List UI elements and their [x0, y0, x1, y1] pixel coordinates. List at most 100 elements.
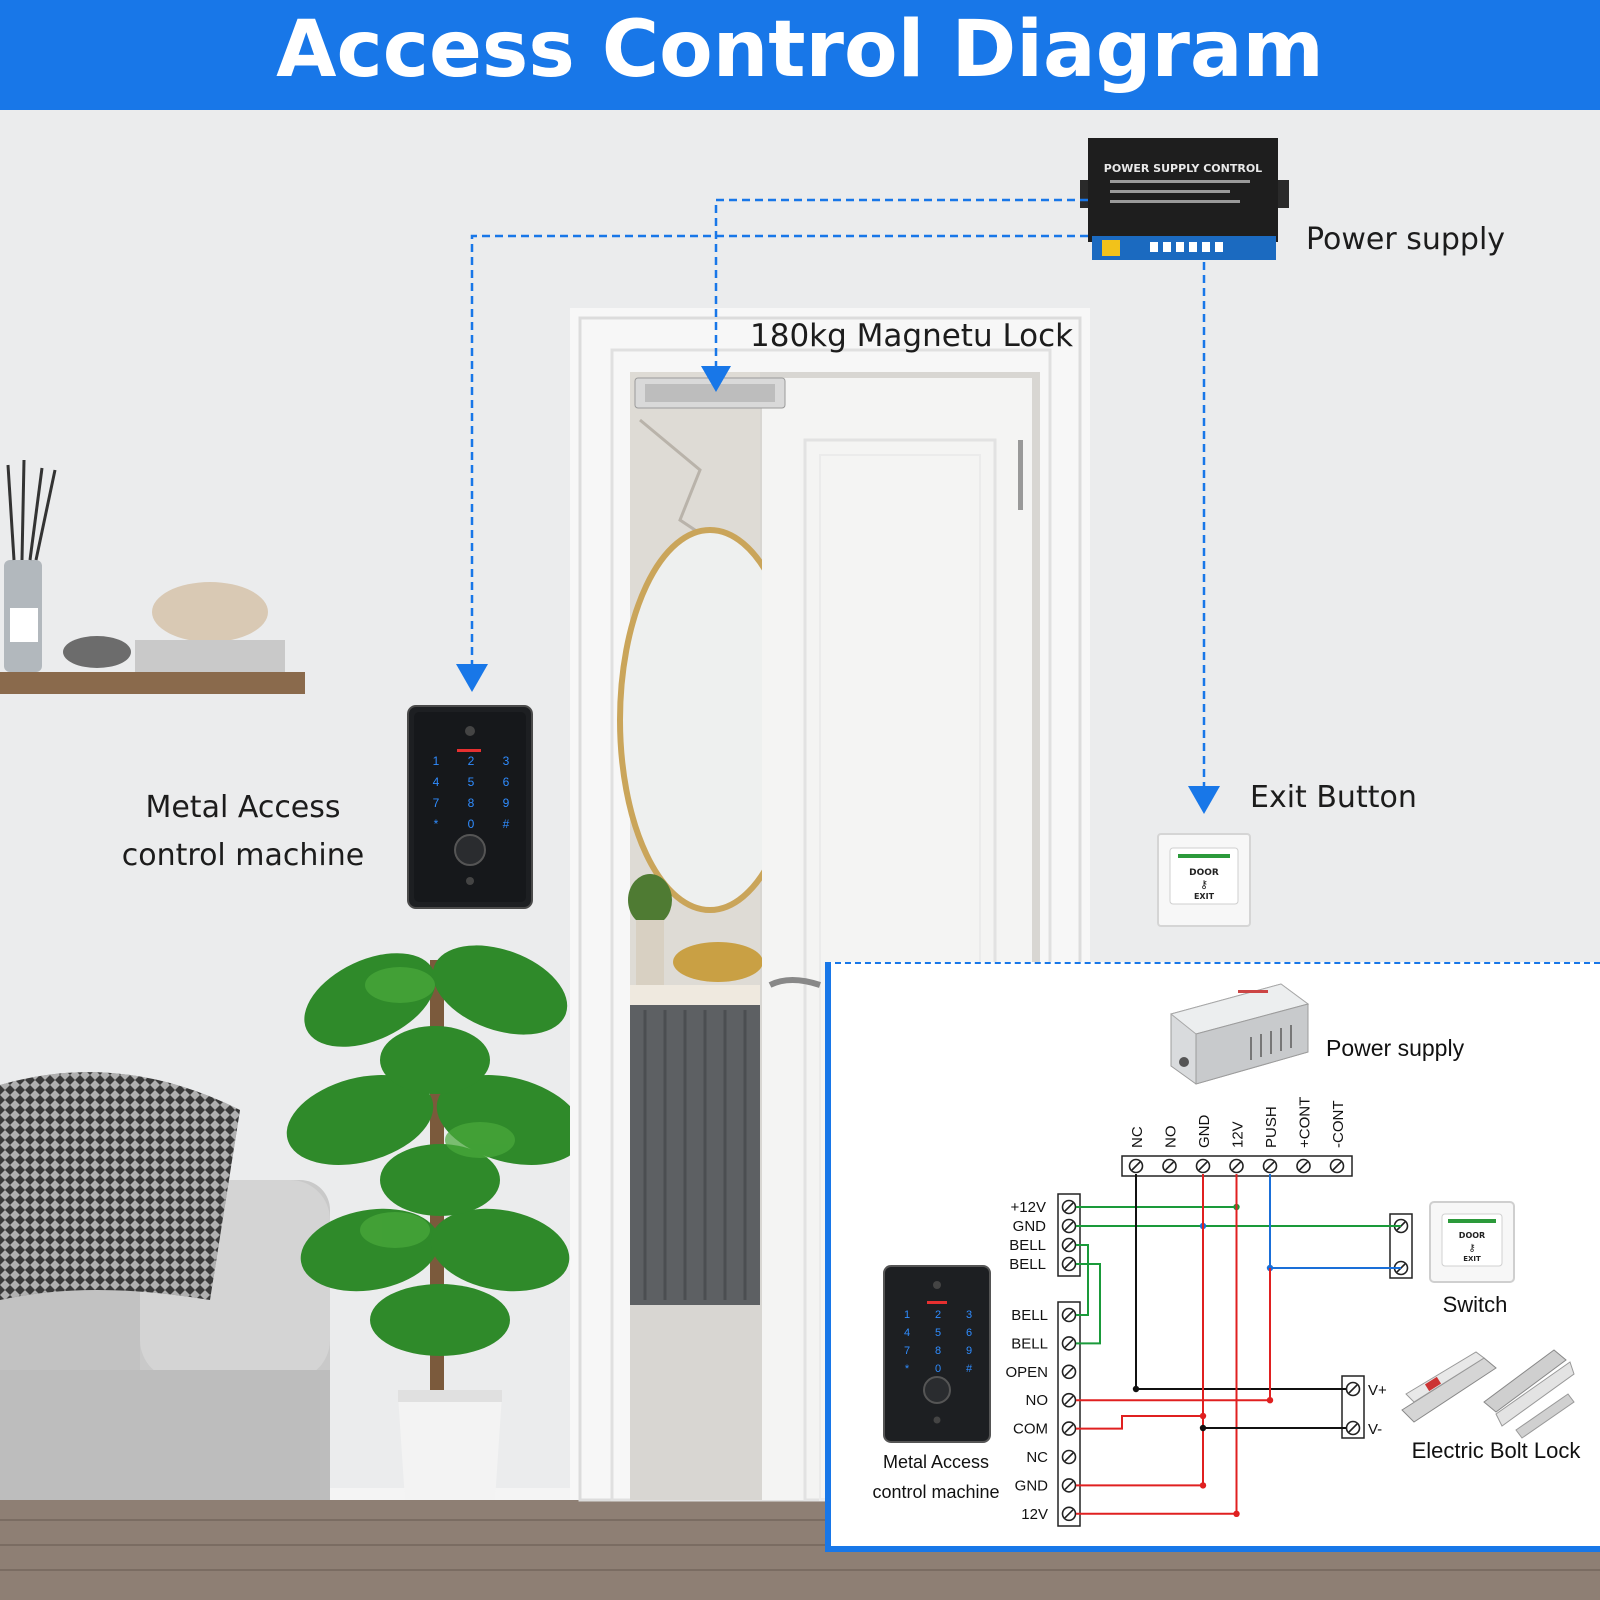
wire	[1076, 1244, 1089, 1316]
keypad-key-1: 1	[904, 1309, 910, 1321]
wiring-power-supply-label: Power supply	[1326, 1035, 1465, 1061]
reader-main-terminal-screw	[1061, 1478, 1077, 1493]
ps-terminal-screw	[1162, 1158, 1177, 1174]
reader-main-terminal-screw	[1061, 1449, 1077, 1465]
reader-top-terminal-label: BELL	[1009, 1237, 1046, 1254]
svg-text:⚷: ⚷	[1468, 1243, 1475, 1254]
keypad-key-9: 9	[503, 796, 510, 810]
keypad-key-1: 1	[433, 754, 440, 768]
reader-top-terminal-screw	[1061, 1199, 1077, 1215]
reader-top-terminal-screw	[1061, 1218, 1077, 1234]
power-supply-label: Power supply	[1306, 222, 1506, 257]
access-machine-label-line1: Metal Access	[145, 790, 341, 825]
wires	[1076, 1174, 1401, 1518]
wall-shelf	[0, 459, 305, 694]
reader-main-terminal-label: BELL	[1011, 1307, 1048, 1324]
ps-terminal-screw	[1296, 1158, 1311, 1174]
keypad-key-2: 2	[935, 1309, 941, 1321]
page-title: Access Control Diagram	[276, 5, 1324, 95]
reader-top-terminal-label: GND	[1013, 1218, 1047, 1235]
switch-label: Switch	[1443, 1292, 1508, 1317]
wire-junction	[1132, 1385, 1140, 1393]
keypad-key-6: 6	[503, 775, 510, 789]
ps-terminal-screw	[1329, 1158, 1345, 1174]
reader-main-terminal-block	[1057, 1301, 1081, 1527]
reader-main-terminal-screw	[1061, 1506, 1077, 1522]
ps-terminal-label: GND	[1196, 1115, 1213, 1149]
svg-text:EXIT: EXIT	[1194, 892, 1215, 901]
wire-junction	[1199, 1482, 1207, 1489]
svg-text:⚷: ⚷	[1200, 879, 1208, 891]
reader-main-terminal-label: COM	[1013, 1421, 1048, 1438]
ps-terminal-screw	[1262, 1158, 1278, 1174]
wiring-switch-icon: DOOR ⚷ EXIT	[1429, 1201, 1515, 1283]
wire	[1076, 1174, 1204, 1487]
keypad-key-7: 7	[904, 1345, 910, 1357]
reader-top-terminal-screw	[1061, 1237, 1077, 1253]
wire-junction	[1266, 1397, 1274, 1404]
reader-main-terminal-label: NO	[1026, 1392, 1049, 1409]
wire-junction	[1199, 1424, 1207, 1432]
power-supply-device-text: POWER SUPPLY CONTROL	[1104, 162, 1262, 175]
wire-junction	[1233, 1510, 1240, 1518]
wire	[1076, 1268, 1271, 1402]
wiring-reader-label-line2: control machine	[872, 1482, 999, 1502]
magnetic-lock-label: 180kg Magnetu Lock	[750, 318, 1074, 354]
keypad-key-6: 6	[966, 1327, 972, 1339]
keypad-key-5: 5	[935, 1327, 941, 1339]
ps-terminal-label: 12V	[1230, 1121, 1247, 1148]
keypad-key-*: *	[905, 1363, 910, 1375]
keypad-key-*: *	[434, 817, 439, 831]
ps-terminal-label: PUSH	[1263, 1106, 1280, 1148]
reader-top-terminal-block	[1057, 1193, 1081, 1277]
electric-bolt-lock-icon	[1401, 1349, 1575, 1439]
sofa	[0, 1072, 330, 1500]
wire-junction	[1199, 1412, 1207, 1420]
reader-main-terminal-label: BELL	[1011, 1335, 1048, 1352]
lock-terminal-screw	[1345, 1381, 1361, 1397]
keypad-key-8: 8	[935, 1345, 941, 1357]
svg-text:DOOR: DOOR	[1459, 1231, 1485, 1240]
wiring-reader-label-line1: Metal Access	[883, 1452, 989, 1472]
wire	[1269, 1174, 1401, 1269]
svg-text:EXIT: EXIT	[1463, 1255, 1481, 1263]
magnetic-lock	[634, 377, 786, 409]
reader-main-terminal-label: GND	[1015, 1477, 1049, 1494]
reader-top-terminal-screw	[1061, 1256, 1077, 1272]
keypad-key-5: 5	[468, 775, 475, 789]
reader-main-terminal-screw	[1061, 1307, 1077, 1323]
keypad-key-4: 4	[904, 1327, 910, 1339]
electric-bolt-lock-label: Electric Bolt Lock	[1412, 1438, 1582, 1463]
keypad-key-0: 0	[935, 1363, 941, 1375]
exit-button-device: DOOR ⚷ EXIT	[1157, 833, 1251, 927]
reader-main-terminal-label: 12V	[1021, 1506, 1048, 1523]
keypad-key-0: 0	[468, 817, 475, 831]
ps-terminal-label: NC	[1129, 1126, 1146, 1148]
lock-terminal-screw	[1345, 1420, 1361, 1436]
keypad-key-3: 3	[966, 1309, 972, 1321]
potted-plant	[286, 945, 584, 1500]
reader-top-terminal-label: +12V	[1011, 1199, 1046, 1216]
keypad-key-2: 2	[468, 754, 475, 768]
title-banner	[0, 0, 1600, 110]
wiring-power-supply-icon	[1169, 983, 1310, 1085]
power-supply-device: POWER SUPPLY CONTROL	[1080, 138, 1289, 260]
wire	[1076, 1415, 1203, 1430]
lock-terminal-label: V+	[1368, 1382, 1387, 1399]
keypad-key-9: 9	[966, 1345, 972, 1357]
ps-terminal-label: +CONT	[1297, 1097, 1314, 1148]
reader-top-terminal-label: BELL	[1009, 1256, 1046, 1273]
access-machine-label-line2: control machine	[121, 838, 365, 873]
wiring-keypad-icon: 1 2 3 4 5 6 7 8 9 * 0 #	[883, 1265, 991, 1443]
connection-arrows	[456, 366, 1220, 814]
keypad-key-7: 7	[433, 796, 440, 810]
connection-lines	[470, 198, 1206, 786]
reader-main-terminal-screw	[1061, 1392, 1077, 1408]
keypad-key-#: #	[503, 817, 510, 831]
keypad-key-3: 3	[503, 754, 510, 768]
keypad-key-4: 4	[433, 775, 440, 789]
keypad-key-#: #	[966, 1363, 973, 1375]
